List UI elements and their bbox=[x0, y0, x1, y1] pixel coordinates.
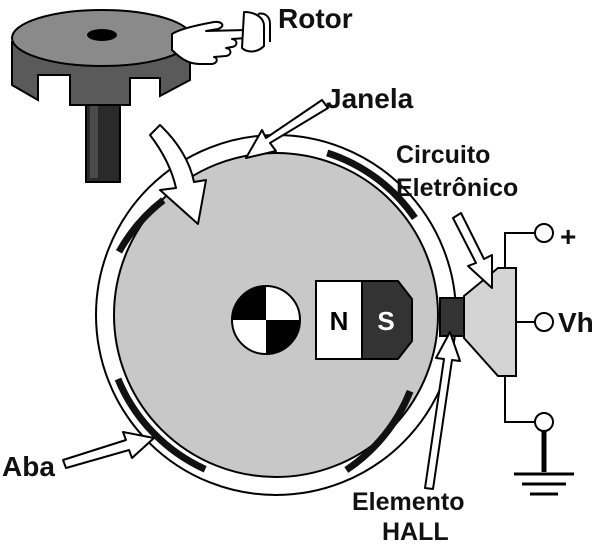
label-circuito-1: Circuito bbox=[396, 141, 490, 169]
janela-arrow bbox=[245, 99, 329, 159]
magnet: N S bbox=[315, 280, 413, 360]
hall-arrow bbox=[424, 331, 461, 490]
label-elemento-1: Elemento bbox=[352, 488, 465, 516]
rotor-to-disk-arrow bbox=[149, 124, 207, 225]
rotor-hole bbox=[87, 29, 117, 41]
terminal-vh-icon bbox=[534, 312, 554, 332]
label-aba: Aba bbox=[2, 451, 55, 482]
pointing-hand-icon bbox=[171, 11, 271, 65]
terminal-plus-icon bbox=[534, 223, 554, 243]
tabs bbox=[114, 149, 418, 473]
tab-upper-right bbox=[326, 149, 418, 220]
south-label: S bbox=[377, 306, 394, 336]
label-elemento-2: HALL bbox=[382, 518, 449, 546]
tab-lower-left bbox=[114, 377, 207, 473]
label-plus: + bbox=[560, 221, 576, 252]
rotor-3d bbox=[11, 9, 193, 183]
tab-lower-right bbox=[344, 389, 414, 473]
hall-element bbox=[439, 297, 465, 337]
label-circuito-2: Eletrônico bbox=[396, 174, 518, 202]
center-shaft-marker bbox=[231, 285, 301, 355]
magnet-south bbox=[361, 280, 413, 360]
wiring bbox=[504, 232, 534, 423]
label-rotor: Rotor bbox=[278, 3, 353, 34]
tab-upper-left bbox=[115, 197, 166, 254]
label-janela: Janela bbox=[326, 83, 414, 114]
circuito-arrow bbox=[452, 212, 493, 289]
terminal-ground-icon bbox=[534, 412, 554, 432]
ground-icon bbox=[514, 431, 574, 496]
label-vh: Vh bbox=[558, 307, 594, 338]
electronic-circuit bbox=[463, 267, 517, 377]
magnet-north bbox=[315, 280, 363, 360]
north-label: N bbox=[330, 306, 349, 336]
aba-arrow bbox=[62, 431, 155, 469]
